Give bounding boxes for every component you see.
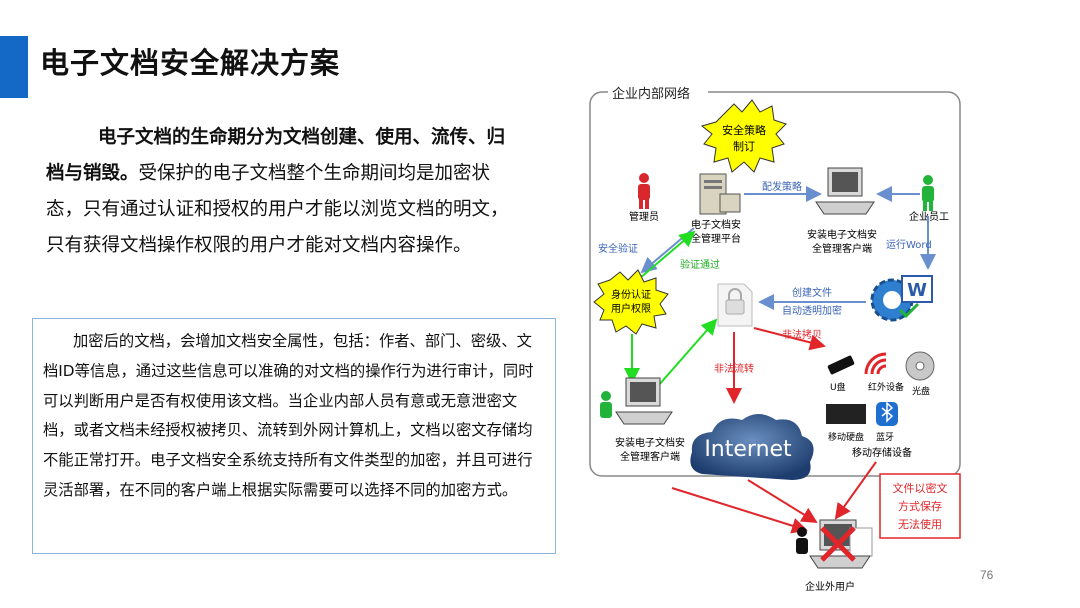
storage-label: 移动存储设备 <box>852 446 912 459</box>
bluetooth-label: 蓝牙 <box>876 431 894 443</box>
internet-cloud-icon <box>690 414 814 480</box>
infrared-label: 红外设备 <box>868 381 904 393</box>
platform-label-2: 全管理平台 <box>691 232 741 245</box>
policy-burst <box>700 99 787 173</box>
external-user-label: 企业外用户 <box>805 580 855 593</box>
auth-label-1: 身份认证 <box>611 288 651 301</box>
intro-text: 受保护的电子文档整个生命期间均是加密状态，只有通过认证和授权的用户才能以浏览文档… <box>46 163 509 256</box>
create-file-label-2: 自动透明加密 <box>782 304 842 317</box>
hdd-label: 移动硬盘 <box>828 431 864 443</box>
network-label: 企业内部网络 <box>612 86 690 102</box>
client-top-label-2: 全管理客户端 <box>812 242 872 255</box>
page-title: 电子文档安全解决方案 <box>40 46 341 80</box>
bluetooth-icon <box>876 401 898 426</box>
security-verify-label: 安全验证 <box>598 242 638 255</box>
blocked-icon <box>820 526 856 562</box>
admin-person-icon <box>638 173 650 209</box>
platform-label-1: 电子文档安 <box>691 218 741 231</box>
to-external-mid-arrow <box>747 479 818 524</box>
warning-box <box>879 473 961 539</box>
policy-label-2: 制订 <box>733 140 755 153</box>
encrypted-document-icon <box>717 283 753 327</box>
page-number: 76 <box>980 568 994 582</box>
warning-line-2: 方式保存 <box>898 499 942 513</box>
dispatch-label: 配发策略 <box>762 180 802 193</box>
word-gear-icon: W <box>870 275 933 322</box>
auth-burst <box>593 269 669 335</box>
usb-label: U盘 <box>830 381 846 393</box>
hdd-icon <box>826 404 866 424</box>
detail-text: 加密后的文档，会增加文档安全属性，包括：作者、部门、密级、文档ID等信息，通过这… <box>43 332 534 499</box>
verify-pass-label: 验证通过 <box>680 258 720 271</box>
warning-line-3: 无法使用 <box>898 517 942 531</box>
client-bottom-person-icon <box>600 391 612 418</box>
policy-label-1: 安全策略 <box>722 123 766 137</box>
illegal-copy-label: 非法拷贝 <box>782 328 822 341</box>
external-person-icon <box>796 527 808 554</box>
infrared-icon <box>864 352 887 375</box>
intro-bold-text: 电子文档的生命期分为文档创建、使用、流传、归档与销毁。 <box>46 127 506 184</box>
title-accent-bar <box>0 36 28 98</box>
to-external-left-arrow <box>671 487 808 534</box>
admin-label: 管理员 <box>629 210 659 223</box>
warning-line-1: 文件以密文 <box>893 481 948 495</box>
client-bottom-label-2: 全管理客户端 <box>620 450 680 463</box>
security-diagram: 企业内部网络 安全策略 制订 管理员 电子文档安 全管理平台 安装电子文档安 全… <box>584 82 974 598</box>
client-top-computer-icon <box>815 167 875 215</box>
client-bottom-computer-icon <box>615 377 673 425</box>
employee-person-icon <box>922 175 934 211</box>
disc-label: 光盘 <box>912 385 930 397</box>
client-to-doc-arrow <box>657 318 718 387</box>
detail-box: 加密后的文档，会增加文档安全属性，包括：作者、部门、密级、文档ID等信息，通过这… <box>32 318 556 554</box>
auth-label-2: 用户权限 <box>611 302 651 315</box>
server-icon <box>699 173 741 215</box>
internet-label: Internet <box>704 437 792 462</box>
diagram-canvas: 企业内部网络 安全策略 制订 管理员 电子文档安 全管理平台 安装电子文档安 全… <box>589 84 961 593</box>
run-word-label: 运行Word <box>886 238 932 251</box>
verify-pass-arrow <box>639 230 696 279</box>
detail-paragraph: 加密后的文档，会增加文档安全属性，包括：作者、部门、密级、文档ID等信息，通过这… <box>43 327 545 506</box>
illegal-transfer-label: 非法流转 <box>714 362 754 375</box>
illegal-copy-arrow <box>753 327 826 351</box>
client-top-label-1: 安装电子文档安 <box>807 228 877 241</box>
to-external-right-arrow <box>834 461 877 520</box>
client-bottom-label-1: 安装电子文档安 <box>615 436 685 449</box>
disc-icon <box>905 351 935 381</box>
create-file-label-1: 创建文件 <box>792 286 832 299</box>
svg-text:W: W <box>907 280 927 301</box>
usb-icon <box>827 355 855 375</box>
intro-paragraph: 电子文档的生命期分为文档创建、使用、流传、归档与销毁。受保护的电子文档整个生命期… <box>46 120 516 264</box>
